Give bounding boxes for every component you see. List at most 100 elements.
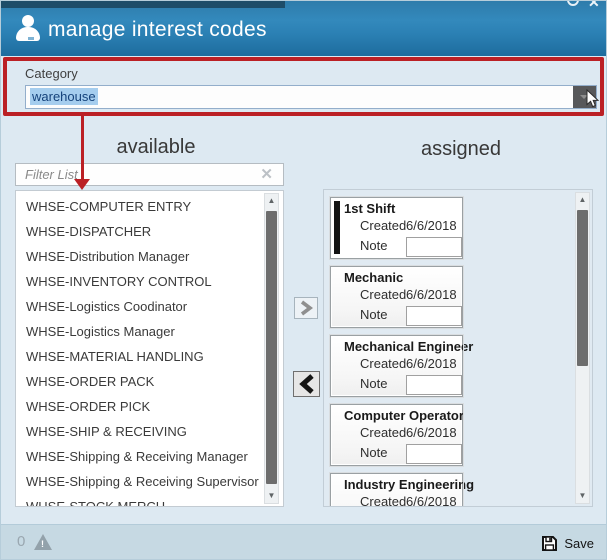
assigned-card[interactable]: 1st Shift Created6/6/2018 Note	[329, 196, 464, 260]
available-list-item[interactable]: WHSE-Logistics Manager	[16, 319, 283, 344]
card-title: Mechanical Engineer	[344, 339, 474, 354]
available-list-item[interactable]: WHSE-STOCK MERCH	[16, 494, 283, 507]
created-date: 6/6/2018	[406, 356, 457, 371]
selection-indicator-bar	[334, 201, 340, 254]
available-list-item[interactable]: WHSE-Shipping & Receiving Manager	[16, 444, 283, 469]
note-label: Note	[360, 445, 388, 460]
annotation-arrow-line	[81, 116, 84, 179]
category-annotation-box: Category warehouse	[3, 57, 604, 116]
available-item-label: WHSE-Shipping & Receiving Manager	[26, 449, 248, 464]
help-icon[interactable]	[567, 1, 579, 6]
note-label: Note	[360, 376, 388, 391]
available-list-item[interactable]: WHSE-INVENTORY CONTROL	[16, 269, 283, 294]
card-title: Computer Operator	[344, 408, 464, 423]
assigned-card[interactable]: Mechanical Engineer Created6/6/2018 Note	[329, 334, 474, 398]
note-input[interactable]	[406, 236, 462, 257]
category-dropdown-button[interactable]	[573, 86, 599, 108]
assigned-card[interactable]: Industry Engineering Created6/6/2018 Not…	[329, 472, 475, 507]
created-row: Created6/6/2018	[331, 216, 462, 236]
save-label: Save	[564, 536, 594, 551]
scroll-down-icon[interactable]: ▼	[578, 491, 587, 500]
card-title: Industry Engineering	[344, 477, 475, 492]
created-row: Created6/6/2018	[331, 492, 462, 507]
note-input[interactable]	[406, 374, 462, 395]
note-label: Note	[360, 307, 388, 322]
created-date: 6/6/2018	[406, 494, 457, 507]
available-list-items: WHSE-COMPUTER ENTRY WHSE-DISPATCHER WHSE-D…	[16, 191, 283, 507]
available-list-item[interactable]: WHSE-DISPATCHER	[16, 219, 283, 244]
available-list-item[interactable]: WHSE-ORDER PICK	[16, 394, 283, 419]
created-label: Created	[360, 494, 407, 507]
available-list-item[interactable]: WHSE-Shipping & Receiving Supervisor	[16, 469, 283, 494]
available-item-label: WHSE-Logistics Coodinator	[26, 299, 188, 314]
created-row: Created6/6/2018	[331, 423, 462, 443]
available-heading: available	[116, 136, 196, 158]
created-row: Created6/6/2018	[331, 285, 462, 305]
created-date: 6/6/2018	[406, 425, 457, 440]
warning-count: 0	[17, 533, 26, 550]
created-label: Created	[360, 287, 407, 302]
available-item-label: WHSE-Logistics Manager	[26, 324, 175, 339]
available-scrollbar[interactable]: ▲ ▼	[264, 193, 279, 504]
category-value: warehouse	[30, 88, 98, 105]
available-item-label: WHSE-Shipping & Receiving Supervisor	[26, 474, 259, 489]
available-item-label: WHSE-SHIP & RECEIVING	[26, 424, 187, 439]
category-combobox[interactable]: warehouse	[25, 85, 599, 109]
note-input[interactable]	[406, 305, 462, 326]
created-date: 6/6/2018	[406, 218, 457, 233]
available-item-label: WHSE-STOCK MERCH	[26, 499, 166, 507]
scroll-up-icon[interactable]: ▲	[578, 195, 587, 204]
card-title: Mechanic	[344, 270, 404, 285]
footer-bar: 0 ! Save	[1, 524, 606, 559]
card-title: 1st Shift	[344, 201, 396, 216]
titlebar-dark-strip	[1, 1, 285, 8]
available-list-item[interactable]: WHSE-MATERIAL HANDLING	[16, 344, 283, 369]
note-label: Note	[360, 238, 388, 253]
category-label: Category	[25, 66, 78, 81]
available-list-item[interactable]: WHSE-COMPUTER ENTRY	[16, 194, 283, 219]
close-icon[interactable]: ✕	[588, 1, 600, 10]
save-button[interactable]: Save	[541, 525, 594, 559]
chevron-left-icon	[298, 374, 314, 394]
assigned-scrollbar[interactable]: ▲ ▼	[575, 192, 590, 504]
assigned-card[interactable]: Computer Operator Created6/6/2018 Note	[329, 403, 464, 467]
available-item-label: WHSE-DISPATCHER	[26, 224, 152, 239]
note-row: Note	[331, 236, 462, 257]
person-icon	[14, 15, 42, 43]
available-item-label: WHSE-COMPUTER ENTRY	[26, 199, 192, 214]
save-floppy-icon	[542, 536, 558, 551]
chevron-down-icon	[580, 95, 588, 99]
filter-placeholder: Filter List	[25, 167, 78, 182]
available-list-item[interactable]: WHSE-Distribution Manager	[16, 244, 283, 269]
note-input[interactable]	[406, 443, 462, 464]
mouse-cursor-icon	[586, 89, 599, 108]
available-item-label: WHSE-INVENTORY CONTROL	[26, 274, 212, 289]
available-list-item[interactable]: WHSE-Logistics Coodinator	[16, 294, 283, 319]
available-list-item[interactable]: WHSE-SHIP & RECEIVING	[16, 419, 283, 444]
assigned-heading: assigned	[420, 138, 502, 160]
note-row: Note	[331, 305, 462, 326]
available-item-label: WHSE-ORDER PACK	[26, 374, 155, 389]
available-item-label: WHSE-Distribution Manager	[26, 249, 190, 264]
move-left-button[interactable]	[293, 371, 320, 397]
available-list: WHSE-COMPUTER ENTRY WHSE-DISPATCHER WHSE-D…	[15, 190, 284, 507]
available-scrollbar-thumb[interactable]	[266, 211, 277, 484]
chevron-right-icon	[300, 300, 313, 316]
assigned-scrollbar-thumb[interactable]	[577, 210, 588, 366]
created-label: Created	[360, 425, 407, 440]
filter-input[interactable]: Filter List ✕	[15, 163, 284, 186]
created-date: 6/6/2018	[406, 287, 457, 302]
assigned-panel: 1st Shift Created6/6/2018 Note Mechanic …	[323, 189, 593, 507]
warning-icon: !	[34, 534, 52, 550]
scroll-up-icon[interactable]: ▲	[267, 196, 276, 205]
move-right-button[interactable]	[294, 297, 318, 319]
created-label: Created	[360, 356, 407, 371]
available-item-label: WHSE-ORDER PICK	[26, 399, 151, 414]
clear-filter-icon[interactable]: ✕	[260, 166, 273, 183]
note-row: Note	[331, 443, 462, 464]
annotation-arrow-head	[74, 179, 90, 190]
assigned-card[interactable]: Mechanic Created6/6/2018 Note	[329, 265, 464, 329]
available-list-item[interactable]: WHSE-ORDER PACK	[16, 369, 283, 394]
scroll-down-icon[interactable]: ▼	[267, 491, 276, 500]
